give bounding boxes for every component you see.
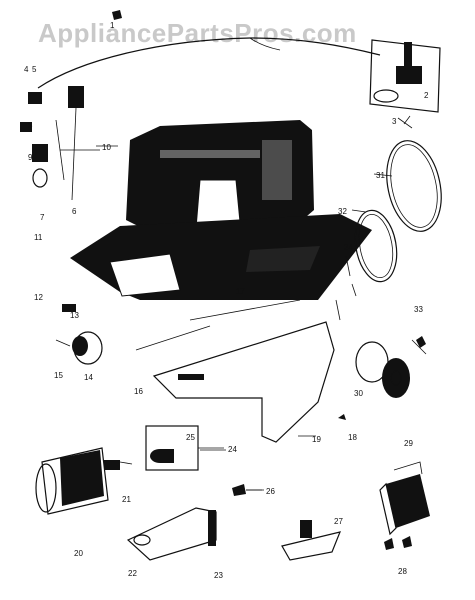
watermark: AppliancePartsPros.com: [38, 18, 357, 48]
callout-5: 5: [32, 65, 37, 74]
pulley-box: [145, 425, 224, 471]
motor-bracket: [126, 507, 217, 561]
callout-4: 4: [24, 65, 29, 74]
callout-12: 12: [34, 293, 43, 302]
callout-20: 20: [74, 549, 83, 558]
callout-11: 11: [34, 233, 43, 242]
callout-7: 7: [40, 213, 45, 222]
callout-14: 14: [84, 373, 93, 382]
knob-assembly: [55, 304, 103, 365]
machine-bed: [70, 214, 372, 300]
callout-17: 17: [236, 287, 245, 296]
callout-22: 22: [128, 569, 137, 578]
callout-34: 34: [344, 243, 353, 252]
callout-18: 18: [348, 433, 357, 442]
callout-8: 8: [28, 121, 33, 130]
switch-block: [379, 461, 430, 536]
callout-25: 25: [186, 433, 195, 442]
callout-6: 6: [72, 207, 77, 216]
callout-23: 23: [214, 571, 223, 580]
callout-27: 27: [334, 517, 343, 526]
callout-29: 29: [404, 439, 413, 448]
bed-cover-plate: [135, 299, 335, 443]
screw-3: [397, 115, 413, 129]
callout-13: 13: [70, 311, 79, 320]
tension-assembly: [355, 336, 427, 398]
presser-foot: [281, 520, 341, 561]
callout-16: 16: [134, 387, 143, 396]
part-callouts: 1 2 3 4 5 6 7 8 9 10 11 12 13 14 15 16 1…: [24, 21, 429, 580]
cord-branch: [249, 37, 281, 51]
callout-10: 10: [102, 143, 111, 152]
leader-lines: [96, 145, 393, 491]
left-parts-cluster: [20, 86, 100, 201]
belt-small-inner: [358, 213, 394, 279]
callout-21: 21: [122, 495, 131, 504]
motor: [35, 447, 133, 515]
callout-15: 15: [54, 371, 63, 380]
callout-9: 9: [28, 153, 33, 162]
callout-32: 32: [338, 207, 347, 216]
screw-top: [112, 10, 122, 20]
screws-28: [384, 536, 412, 550]
screw-18: [298, 414, 346, 437]
callout-19: 19: [312, 435, 321, 444]
callout-3: 3: [392, 117, 397, 126]
callout-1: 1: [110, 21, 115, 30]
callout-24: 24: [228, 445, 237, 454]
belt-large-inner: [390, 144, 438, 228]
screws-34: [335, 255, 357, 321]
callout-2: 2: [424, 91, 429, 100]
power-cord: [37, 37, 381, 89]
callout-31: 31: [376, 171, 385, 180]
callout-30: 30: [354, 389, 363, 398]
light-socket-inset: [369, 39, 441, 113]
callout-28: 28: [398, 567, 407, 576]
belt-small: [354, 209, 398, 283]
belt-large: [386, 140, 442, 232]
sewing-machine-head: [126, 120, 314, 232]
callout-33: 33: [414, 305, 423, 314]
callout-26: 26: [266, 487, 275, 496]
